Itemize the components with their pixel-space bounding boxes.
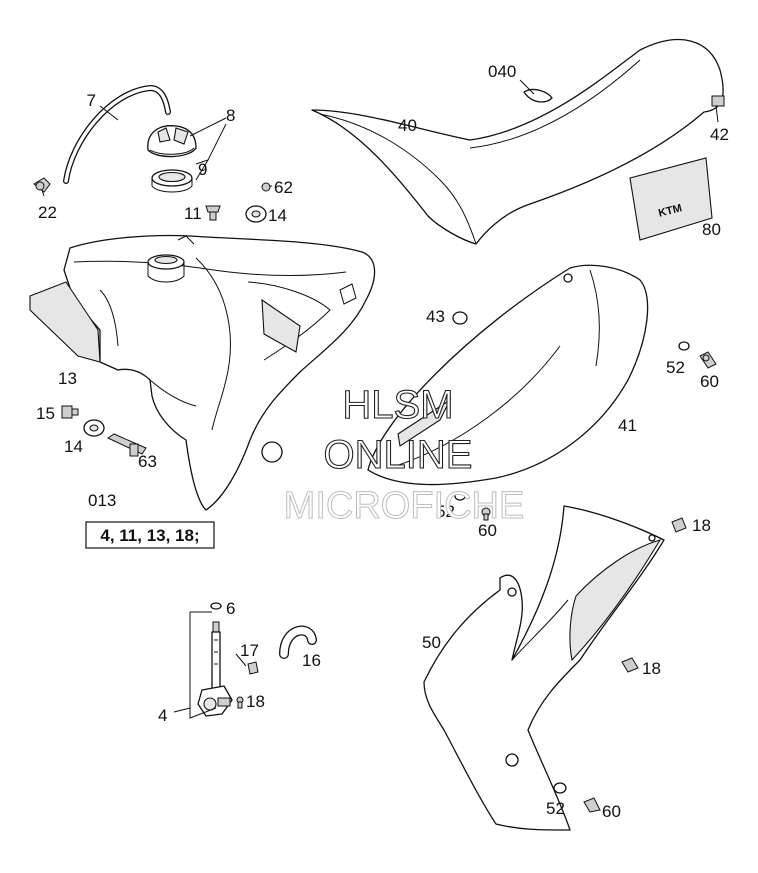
fuel-hose-16 <box>279 625 317 659</box>
rubber-bushing-14 <box>245 205 267 223</box>
rubber-bushing-14-lower <box>83 419 105 437</box>
callout-13: 13 <box>58 369 77 388</box>
seat <box>311 38 725 245</box>
screw-18-mid <box>621 657 639 673</box>
callout-50: 50 <box>422 633 441 652</box>
brand-decal-text: KTM <box>657 202 683 219</box>
callout-16: 16 <box>302 651 321 670</box>
kit-box: 4, 11, 13, 18; <box>85 521 215 549</box>
screw-60-bottom <box>583 797 601 813</box>
watermark-line1: HLSM <box>342 383 453 427</box>
kit-box-contents: 4, 11, 13, 18; <box>100 526 199 545</box>
callout-22: 22 <box>38 203 57 222</box>
callout-52c: 52 <box>546 799 565 818</box>
callout-8: 8 <box>226 106 235 125</box>
watermark-line2: ONLINE <box>324 433 473 477</box>
washer-52-bottom <box>553 782 567 794</box>
callout-14a: 14 <box>268 206 287 225</box>
fuel-breather-hose <box>63 84 171 184</box>
callout-60b: 60 <box>478 521 497 540</box>
brand-decal: KTM <box>629 157 713 241</box>
callout-41: 41 <box>618 416 637 435</box>
callout-40: 40 <box>398 116 417 135</box>
watermark-line3: MICROFICHE <box>284 485 525 527</box>
callout-63: 63 <box>138 452 157 471</box>
bolt-63 <box>106 433 147 457</box>
callout-60a: 60 <box>700 372 719 391</box>
screw-18-tap <box>236 696 244 709</box>
fuel-tank <box>29 234 376 511</box>
callout-60c: 60 <box>602 802 621 821</box>
callout-18b: 18 <box>246 692 265 711</box>
callout-15: 15 <box>36 404 55 423</box>
screw-60-mid <box>481 507 491 521</box>
callout-18c: 18 <box>642 659 661 678</box>
hose-clamp-17 <box>247 661 259 675</box>
callout-42: 42 <box>710 125 729 144</box>
fuel-cap <box>147 125 197 158</box>
callout-18a: 18 <box>692 516 711 535</box>
grommet-43 <box>452 311 468 325</box>
callout-62: 62 <box>274 178 293 197</box>
callout-80: 80 <box>702 220 721 239</box>
callout-4: 4 <box>158 706 167 725</box>
callout-14b: 14 <box>64 437 83 456</box>
o-ring-6 <box>210 602 222 610</box>
callout-11: 11 <box>184 204 202 223</box>
fitting-22 <box>33 177 51 193</box>
callout-labels: 7 8 9 22 62 11 14 040 40 42 80 13 43 52 … <box>36 62 729 821</box>
screw-11 <box>205 205 221 221</box>
washer-52-top <box>678 341 690 351</box>
bolt-15 <box>61 405 79 419</box>
callout-013: 013 <box>88 491 116 510</box>
callout-52b: 52 <box>436 502 455 521</box>
screw-62 <box>261 182 271 192</box>
callout-9: 9 <box>198 160 207 179</box>
leader-lines <box>41 79 719 719</box>
fuel-tap <box>197 621 233 717</box>
callout-7: 7 <box>87 91 96 110</box>
callout-52a: 52 <box>666 358 685 377</box>
callout-17: 17 <box>240 641 259 660</box>
callout-040: 040 <box>488 62 516 81</box>
fuel-cap-gasket <box>151 169 193 193</box>
side-panel-right <box>367 264 649 486</box>
screw-60-top <box>699 351 717 369</box>
watermark: HLSM ONLINE MICROFICHE <box>283 382 525 527</box>
callout-6: 6 <box>226 599 235 618</box>
callout-43: 43 <box>426 307 445 326</box>
washer-52-mid <box>454 491 466 501</box>
side-panel-left <box>423 505 665 831</box>
screw-18-upper <box>671 517 687 533</box>
